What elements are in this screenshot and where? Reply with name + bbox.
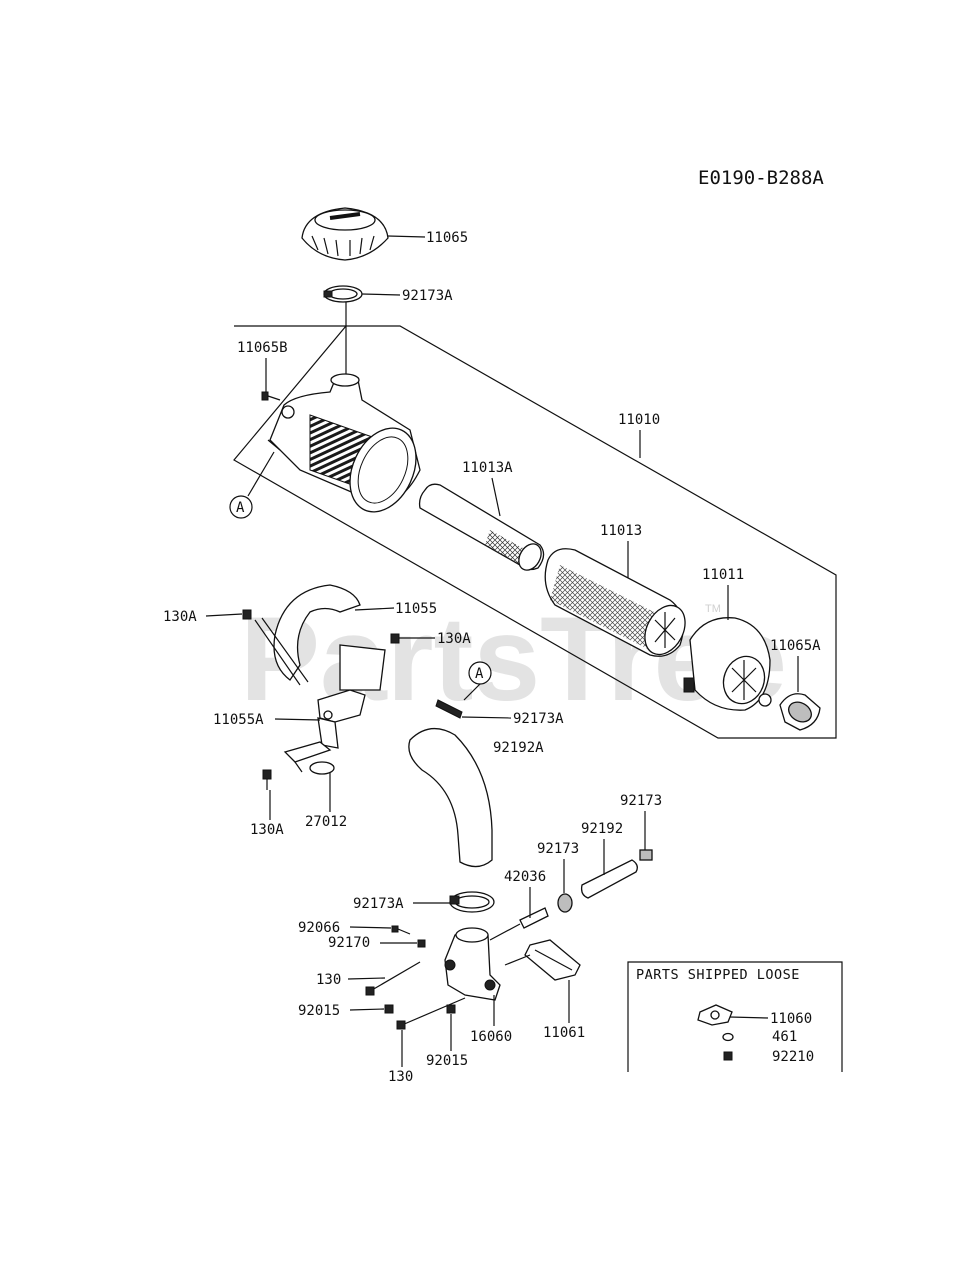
label-130-lower[interactable]: 130 (388, 1069, 413, 1085)
bracket-11055A[interactable] (317, 689, 366, 749)
label-92173A-top[interactable]: 92173A (402, 288, 453, 304)
label-11065B[interactable]: 11065B (237, 340, 288, 356)
hose-clamp-92173A-mid[interactable] (435, 699, 463, 719)
washer-92170[interactable] (417, 939, 426, 948)
label-130A-bottom[interactable]: 130A (250, 822, 284, 838)
label-92192[interactable]: 92192 (581, 821, 623, 837)
breather-hose-92192[interactable] (580, 859, 638, 899)
parts-shipped-loose-box: PARTS SHIPPED LOOSE (627, 961, 843, 1072)
label-92066[interactable]: 92066 (298, 920, 340, 936)
label-92192A[interactable]: 92192A (493, 740, 544, 756)
inner-filter-11013A[interactable] (418, 483, 546, 574)
label-130A-mid[interactable]: 130A (437, 631, 471, 647)
label-11013[interactable]: 11013 (600, 523, 642, 539)
label-92210[interactable]: 92210 (772, 1049, 814, 1065)
diagram-code: E0190-B288A (698, 167, 824, 189)
washer-461[interactable] (722, 1032, 734, 1042)
bolt-130-upper[interactable] (365, 961, 421, 996)
bolt-130A-left[interactable] (242, 609, 252, 620)
label-130-upper[interactable]: 130 (316, 972, 341, 988)
label-11065A[interactable]: 11065A (770, 638, 821, 654)
label-16060[interactable]: 16060 (470, 1029, 512, 1045)
label-11011[interactable]: 11011 (702, 567, 744, 583)
air-cleaner-body[interactable] (267, 373, 429, 523)
label-11055A[interactable]: 11055A (213, 712, 264, 728)
label-27012[interactable]: 27012 (305, 814, 347, 830)
cleaner-cover-11011[interactable] (683, 617, 772, 711)
hose-clamp-92173A-low[interactable] (449, 891, 495, 913)
bracket-band-11055[interactable] (254, 584, 386, 691)
nut-92015-bottom[interactable] (446, 1004, 456, 1014)
label-92170[interactable]: 92170 (328, 935, 370, 951)
svg-text:A: A (236, 500, 245, 516)
callout-a-left[interactable]: A (229, 495, 253, 519)
hose-clamp-92173-top[interactable] (639, 849, 653, 861)
pipe-42036[interactable] (489, 907, 549, 941)
label-92173-top[interactable]: 92173 (620, 793, 662, 809)
parts-shipped-loose-title: PARTS SHIPPED LOOSE (636, 967, 800, 983)
callout-a-mid[interactable]: A (468, 661, 492, 685)
screw-92066[interactable] (391, 925, 411, 935)
hose-clamp-92173-mid[interactable] (557, 893, 573, 913)
label-11061[interactable]: 11061 (543, 1025, 585, 1041)
screw-11065B[interactable] (261, 391, 281, 401)
air-cleaner-cap-11065[interactable] (301, 207, 389, 261)
nut-92015-left[interactable] (384, 1004, 394, 1014)
label-130A-left[interactable]: 130A (163, 609, 197, 625)
label-92015-bottom[interactable]: 92015 (426, 1053, 468, 1069)
label-11055[interactable]: 11055 (395, 601, 437, 617)
dust-valve-11065A[interactable] (779, 693, 821, 731)
watermark-trademark: TM (705, 603, 721, 615)
label-11010[interactable]: 11010 (618, 412, 660, 428)
intake-manifold-16060[interactable] (444, 927, 501, 1001)
label-11060[interactable]: 11060 (770, 1011, 812, 1027)
bracket-27012[interactable] (283, 741, 335, 775)
bolt-130A-mid[interactable] (390, 633, 400, 644)
gasket-11060[interactable] (697, 1004, 733, 1026)
label-92173-mid[interactable]: 92173 (537, 841, 579, 857)
label-11013A[interactable]: 11013A (462, 460, 513, 476)
svg-text:A: A (475, 666, 484, 682)
label-461[interactable]: 461 (772, 1029, 797, 1045)
hose-clamp-92173A-top[interactable] (323, 285, 363, 303)
label-92173A-mid[interactable]: 92173A (513, 711, 564, 727)
outer-filter-11013[interactable] (544, 548, 693, 662)
gasket-11061[interactable] (524, 939, 581, 981)
label-92015-left[interactable]: 92015 (298, 1003, 340, 1019)
bolt-130-lower[interactable] (396, 997, 466, 1030)
label-42036[interactable]: 42036 (504, 869, 546, 885)
assembly-outline-11010 (233, 325, 837, 739)
label-92173A-low[interactable]: 92173A (353, 896, 404, 912)
intake-hose-92192A[interactable] (408, 728, 493, 868)
nut-92210[interactable] (723, 1051, 733, 1061)
label-11065[interactable]: 11065 (426, 230, 468, 246)
bolt-130A-bottom[interactable] (262, 769, 272, 790)
